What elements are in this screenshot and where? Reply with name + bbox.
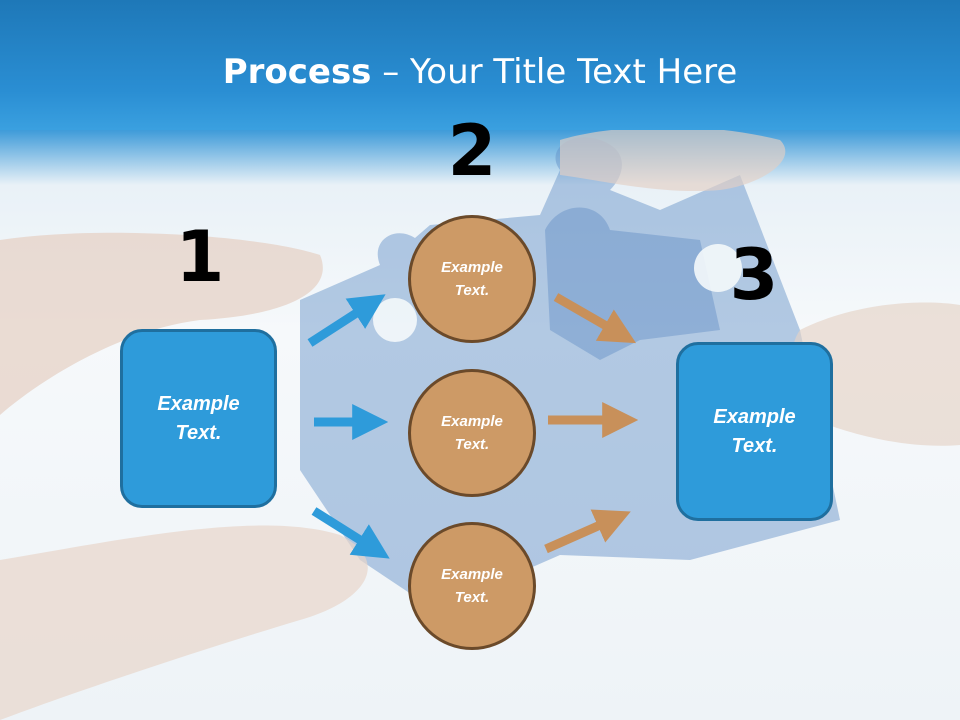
step-3-box[interactable]: Example Text. bbox=[676, 342, 833, 521]
slide-title: Process – Your Title Text Here bbox=[0, 52, 960, 92]
title-bar bbox=[0, 0, 960, 130]
title-strong: Process bbox=[222, 52, 372, 92]
step-2-circle-top[interactable]: Example Text. bbox=[408, 215, 536, 343]
step-1-text: Example Text. bbox=[157, 392, 240, 444]
step-number-3: 3 bbox=[729, 234, 779, 316]
arrow-right-icon bbox=[311, 507, 390, 559]
step-2-circle-bottom[interactable]: Example Text. bbox=[408, 522, 536, 650]
circle-middle-text: Example Text. bbox=[441, 413, 503, 453]
circle-bottom-text: Example Text. bbox=[441, 566, 503, 606]
arrow-right-icon bbox=[307, 294, 386, 347]
step-2-circle-middle[interactable]: Example Text. bbox=[408, 369, 536, 497]
step-number-1: 1 bbox=[175, 216, 225, 298]
step-number-2: 2 bbox=[447, 110, 497, 192]
title-rest: – Your Title Text Here bbox=[371, 52, 738, 92]
circle-top-text: Example Text. bbox=[441, 259, 503, 299]
arrow-right-icon bbox=[544, 509, 631, 554]
arrow-right-icon bbox=[553, 293, 637, 344]
step-3-text: Example Text. bbox=[713, 405, 796, 457]
step-1-box[interactable]: Example Text. bbox=[120, 329, 277, 508]
